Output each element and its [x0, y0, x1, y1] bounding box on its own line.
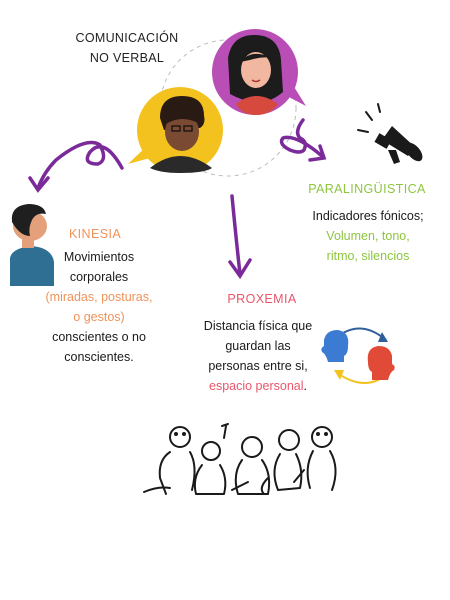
- kinesia-line-5: conscientes o no: [52, 330, 146, 344]
- proxemia-heading: PROXEMIA: [227, 292, 297, 306]
- kinesia-heading: KINESIA: [68, 227, 122, 241]
- paralinguistica-line-3: ritmo, silencios: [326, 249, 410, 263]
- paralinguistica-description: Indicadores fónicos; Volumen, tono, ritm…: [298, 206, 438, 266]
- person-profile-icon: [10, 204, 54, 286]
- megaphone-icon: [357, 103, 423, 164]
- proxemia-line-2: guardan las: [225, 339, 291, 353]
- kinesia-line-1: Movimientos: [63, 250, 135, 264]
- arrow-to-paralinguistica: [279, 118, 324, 158]
- man-avatar-icon: [128, 87, 223, 173]
- arrowhead-paralinguistica: [308, 144, 327, 162]
- proxemia-description: Distancia física que guardan las persona…: [190, 316, 326, 396]
- kinesia-line-6: conscientes.: [64, 350, 134, 364]
- title-line-2: NO VERBAL: [89, 51, 165, 65]
- arrow-to-proxemia: [230, 194, 242, 276]
- kinesia-description: Movimientos corporales (miradas, postura…: [34, 247, 164, 367]
- group-of-people-sketch: [143, 423, 337, 495]
- arrowhead-kinesia: [28, 176, 50, 193]
- proxemia-line-4: espacio personal.: [190, 376, 326, 396]
- proxemia-highlight: espacio personal: [209, 379, 304, 393]
- kinesia-line-2: corporales: [69, 270, 129, 284]
- heads-exchange-icon: [321, 327, 395, 384]
- proxemia-line-3: personas entre si,: [208, 359, 308, 373]
- arrow-to-kinesia: [36, 140, 124, 190]
- proxemia-line-1: Distancia física que: [203, 319, 313, 333]
- purple-arrows: [28, 118, 327, 280]
- title-line-1: COMUNICACIÓN: [75, 31, 179, 45]
- kinesia-line-3: (miradas, posturas,: [45, 290, 153, 304]
- proxemia-period: .: [303, 379, 307, 393]
- woman-avatar-icon: [212, 29, 306, 115]
- diagram-title: COMUNICACIÓN NO VERBAL: [62, 28, 192, 68]
- paralinguistica-heading: PARALINGÜISTICA: [308, 182, 426, 196]
- paralinguistica-line-1: Indicadores fónicos;: [312, 209, 424, 223]
- dashed-connector-circle: [159, 39, 297, 177]
- arrowhead-proxemia: [228, 258, 252, 280]
- paralinguistica-line-2: Volumen, tono,: [326, 229, 410, 243]
- kinesia-line-4: o gestos): [73, 310, 125, 324]
